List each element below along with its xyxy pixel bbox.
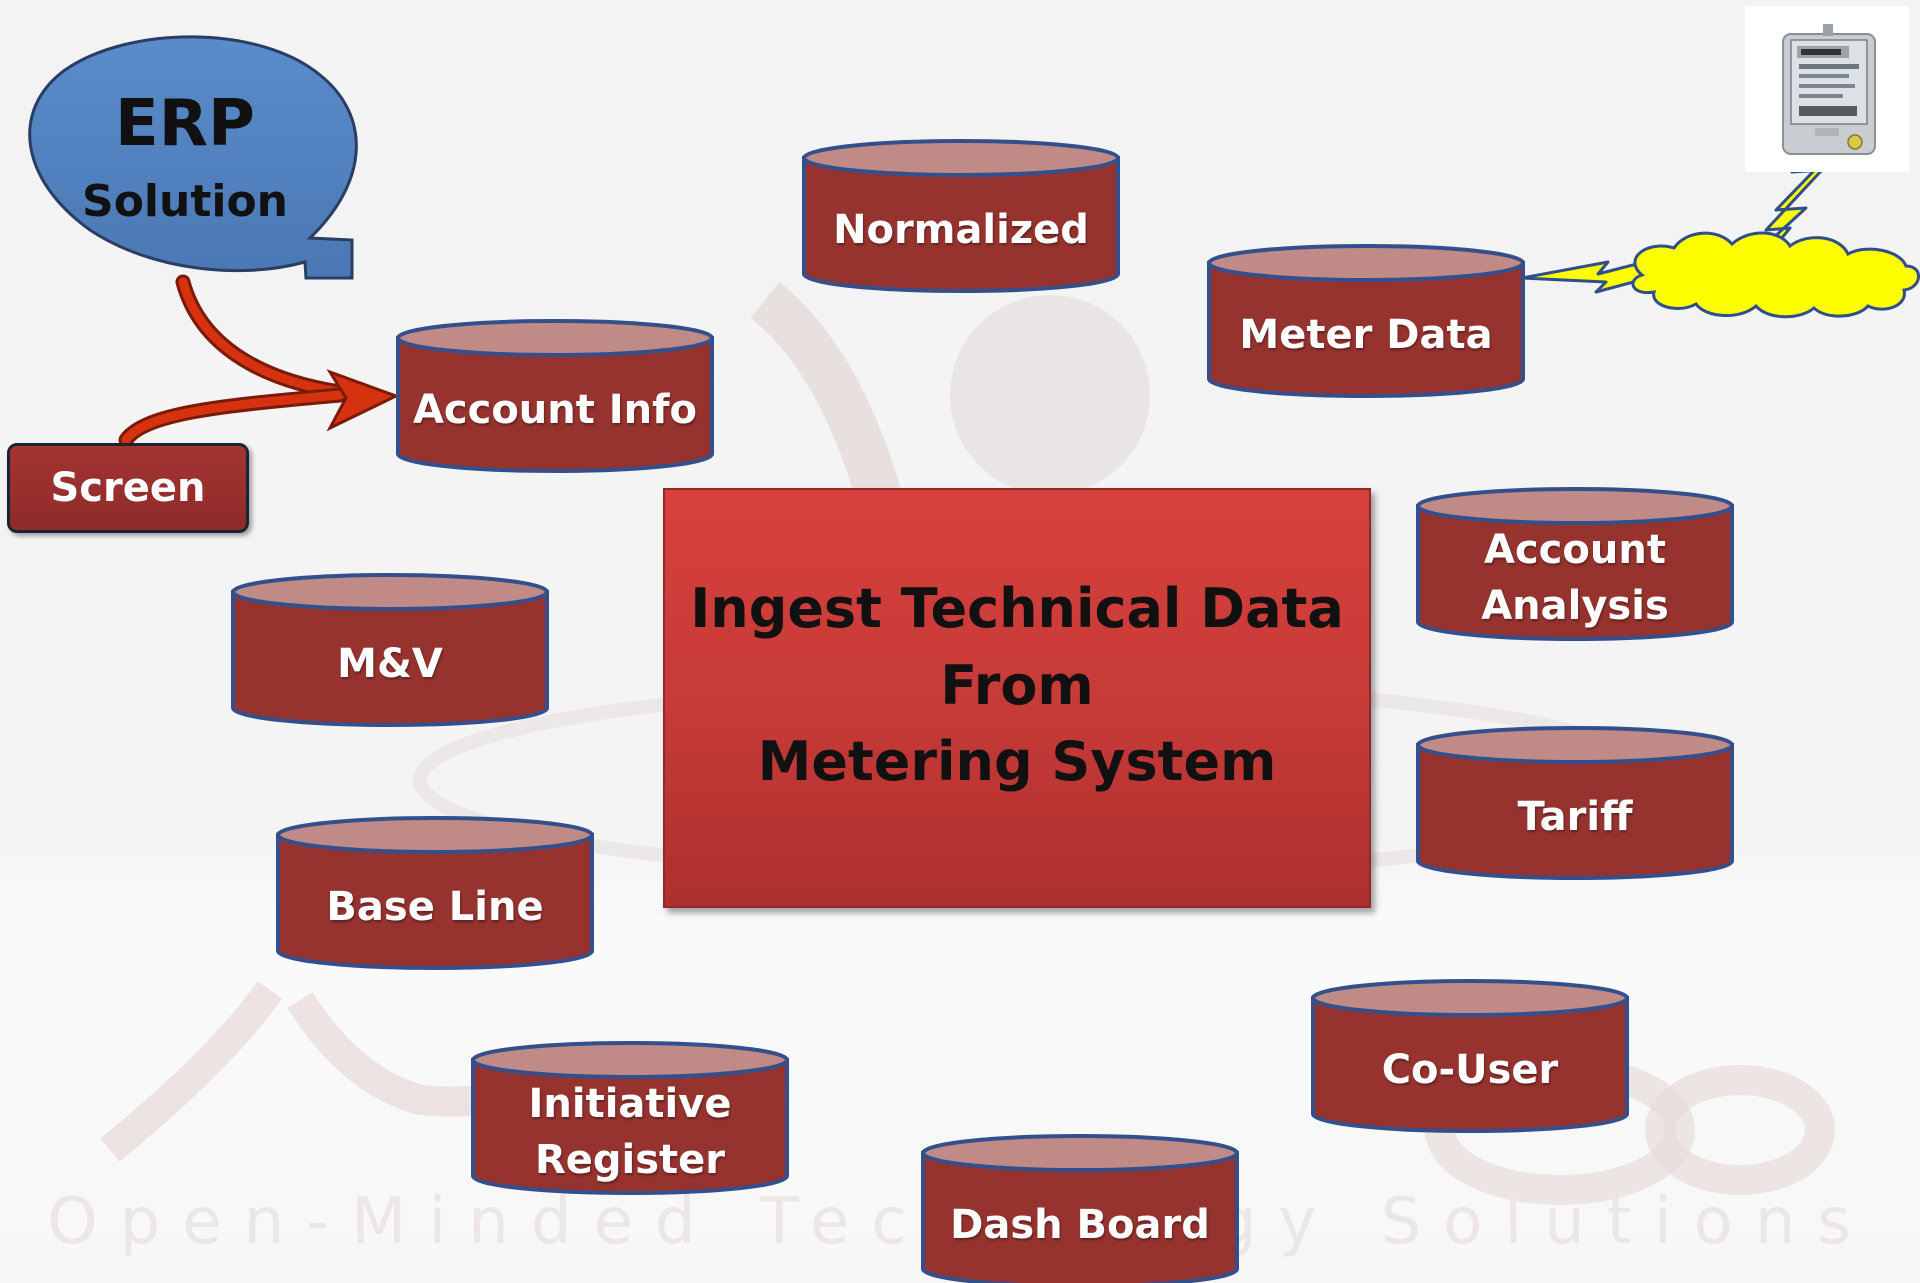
- cylinder-shape: [1311, 979, 1629, 1133]
- db-m-and-v: M&V: [230, 572, 550, 732]
- cylinder-shape: [921, 1134, 1239, 1283]
- db-meter-data: Meter Data: [1206, 243, 1526, 403]
- cylinder-shape: [231, 573, 549, 727]
- db-dash-board: Dash Board: [920, 1133, 1240, 1283]
- cylinder-shape: [1207, 244, 1525, 398]
- db-normalized: Normalized: [801, 138, 1121, 298]
- db-initiative-register-label: Initiative Register: [528, 1081, 732, 1183]
- screen-button[interactable]: Screen: [7, 443, 249, 533]
- cylinder-shape: [802, 139, 1120, 293]
- erp-subtitle: Solution: [82, 176, 288, 227]
- signal-cloud-icon: [1631, 231, 1920, 319]
- ingest-center-label: Ingest Technical Data From Metering Syst…: [690, 576, 1344, 794]
- db-base-line-label: Base Line: [326, 884, 544, 930]
- cylinder-shape: [1416, 726, 1734, 880]
- db-normalized-label: Normalized: [833, 207, 1089, 253]
- db-tariff-label: Tariff: [1517, 794, 1633, 840]
- db-account-info-label: Account Info: [412, 387, 698, 433]
- db-account-info: Account Info: [395, 318, 715, 478]
- ingest-center-box: Ingest Technical Data From Metering Syst…: [663, 488, 1371, 908]
- erp-to-account-arrow: [175, 274, 348, 400]
- db-account-analysis-label: Account Analysis: [1481, 527, 1669, 629]
- db-m-and-v-label: M&V: [337, 641, 443, 687]
- db-base-line: Base Line: [275, 815, 595, 975]
- db-account-analysis: Account Analysis: [1415, 486, 1735, 646]
- cylinder-shape: [276, 816, 594, 970]
- db-initiative-register: Initiative Register: [470, 1040, 790, 1200]
- db-co-user-label: Co-User: [1381, 1047, 1559, 1093]
- arrowhead-icon: [326, 369, 400, 432]
- db-meter-data-label: Meter Data: [1239, 312, 1493, 358]
- electric-meter-icon: [1745, 6, 1909, 172]
- cylinder-shape: [471, 1041, 789, 1195]
- db-tariff: Tariff: [1415, 725, 1735, 885]
- db-co-user: Co-User: [1310, 978, 1630, 1138]
- erp-title: ERP: [115, 87, 255, 161]
- cylinder-shape: [396, 319, 714, 473]
- erp-bubble: [28, 35, 358, 280]
- cylinder-shape: [1416, 487, 1734, 641]
- db-dash-board-label: Dash Board: [950, 1202, 1210, 1248]
